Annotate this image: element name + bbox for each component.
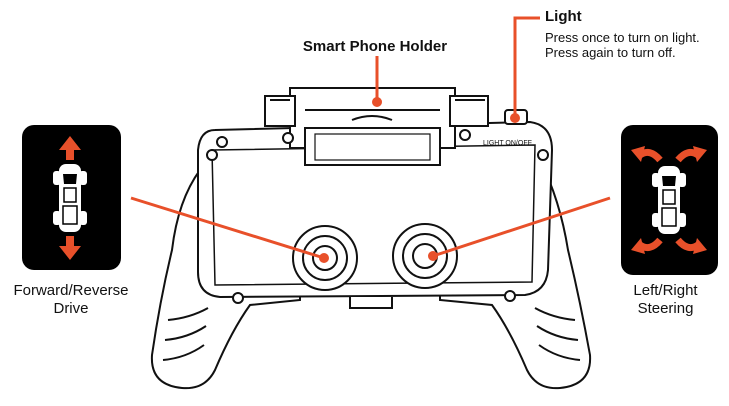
callout-dots	[319, 97, 520, 263]
arrow-heads	[631, 146, 707, 254]
steering-panel	[621, 125, 718, 275]
phone-holder-label: Smart Phone Holder	[302, 38, 448, 55]
callout-light	[513, 16, 540, 118]
light-title: Light	[545, 8, 582, 25]
callouts	[130, 16, 611, 260]
callout-steering	[432, 196, 611, 258]
callout-forward	[130, 196, 325, 260]
forward-reverse-panel	[22, 125, 121, 270]
steering-label-line2: Steering	[637, 300, 694, 317]
light-button-label: LIGHT ON/OFF	[483, 140, 532, 147]
forward-reverse-label-line2: Drive	[53, 300, 89, 317]
arrow-up-icon	[59, 136, 81, 160]
main-plate	[197, 120, 554, 299]
controller	[150, 87, 592, 390]
arrow-down-icon	[59, 236, 81, 260]
light-description-line2: Press again to turn off.	[545, 45, 676, 60]
forward-reverse-label-line1: Forward/Reverse	[13, 282, 129, 299]
steering-label-line1: Left/Right	[633, 282, 698, 299]
light-description-line1: Press once to turn on light.	[545, 30, 700, 45]
right-joystick[interactable]	[392, 223, 458, 289]
